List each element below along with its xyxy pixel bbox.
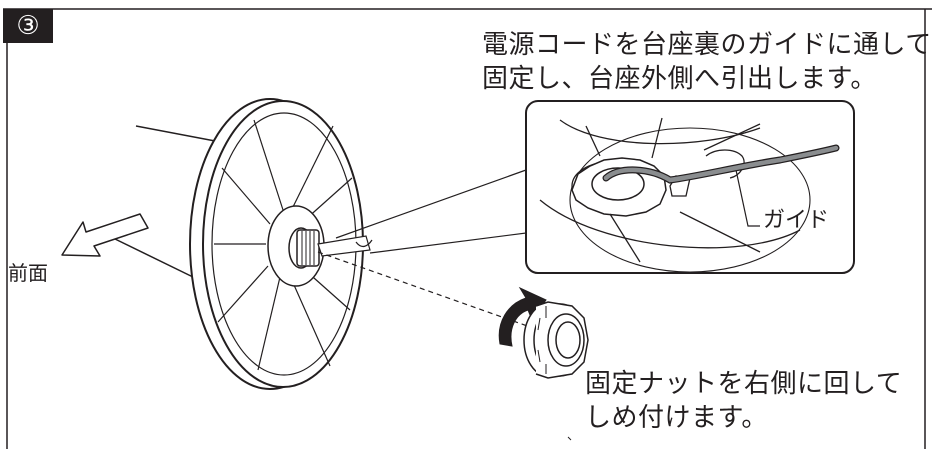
cord-instruction-line2: 固定し、台座外側へ引出します。 — [482, 64, 877, 94]
inset-leader-lines — [335, 169, 535, 254]
step-number-badge: ③ — [3, 9, 53, 43]
base-disc — [189, 98, 373, 390]
small-mark — [567, 436, 572, 441]
front-direction-arrow — [61, 213, 149, 257]
front-label: 前面 — [8, 261, 48, 285]
fixing-nut — [523, 301, 589, 379]
nut-instruction-text: 固定ナットを右側に回して しめ付けます。 — [585, 367, 902, 435]
cord-instruction-line1: 電源コードを台座裏のガイドに通して — [482, 30, 932, 60]
nut-instruction-line2: しめ付けます。 — [585, 403, 768, 433]
guide-label: ガイド — [763, 208, 830, 233]
frame — [3, 8, 932, 449]
inset-detail — [525, 100, 855, 274]
cord-instruction-text: 電源コードを台座裏のガイドに通して 固定し、台座外側へ引出します。 — [482, 28, 932, 96]
nut-instruction-line1: 固定ナットを右側に回して — [585, 369, 903, 399]
